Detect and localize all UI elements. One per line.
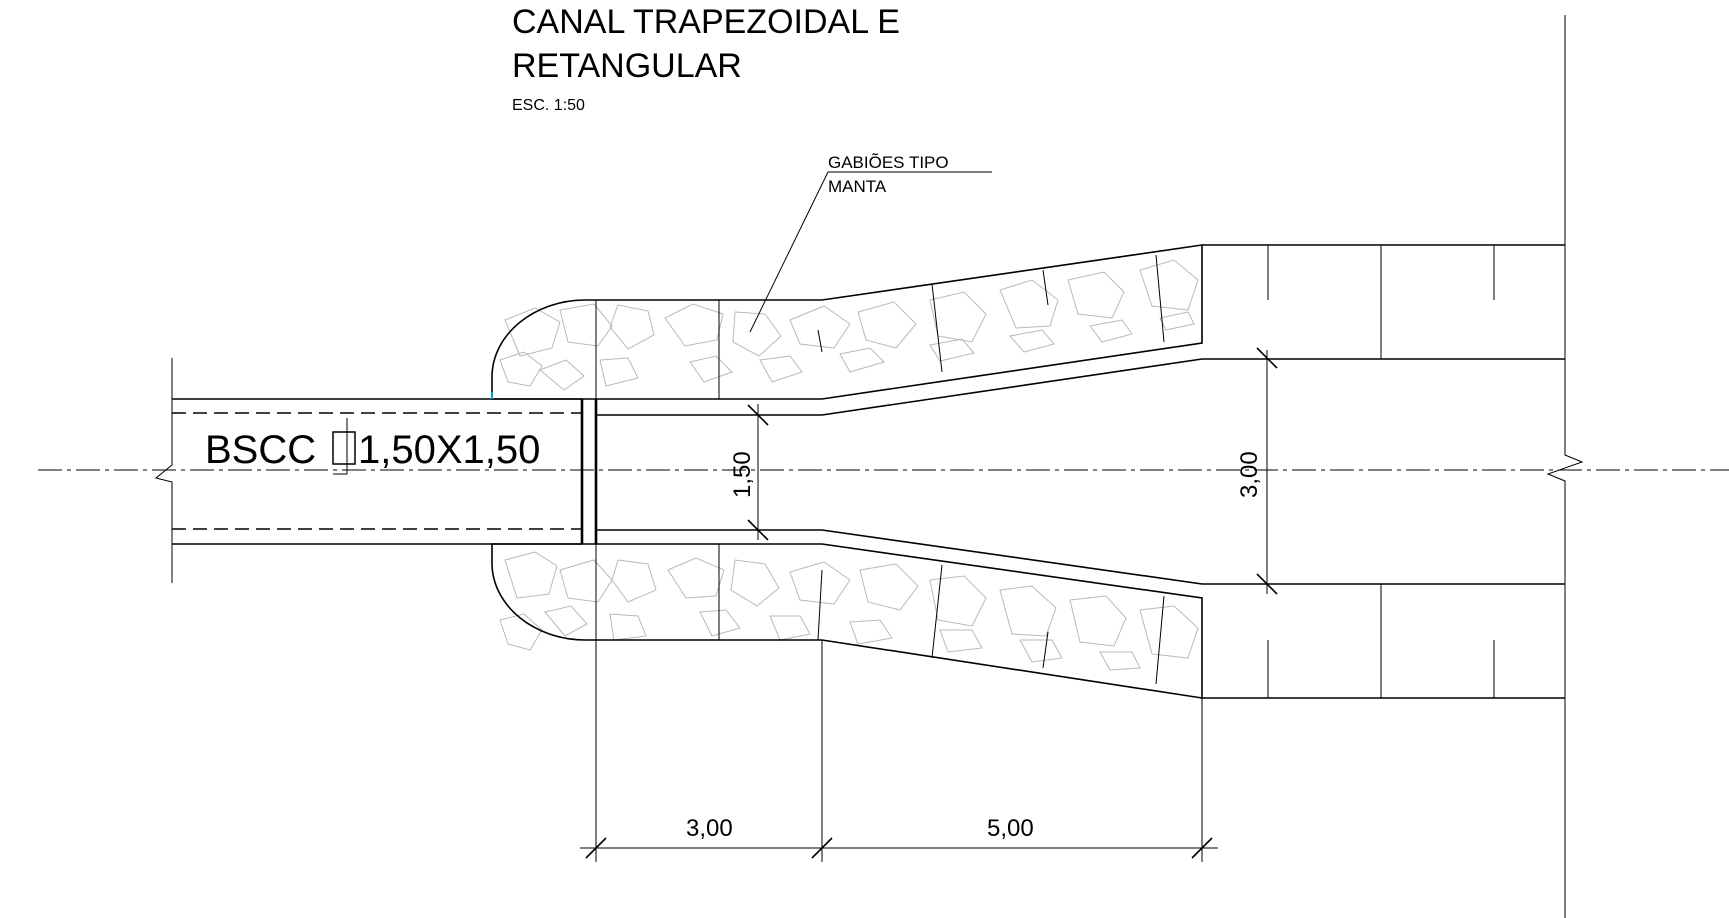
gabion-bottom	[491, 529, 1203, 699]
dim-rect-length-text: 3,00	[686, 815, 733, 842]
gabion-label-line-2: MANTA	[828, 177, 887, 196]
gabion-hatch-top	[499, 259, 1199, 391]
culvert-break-line	[154, 358, 173, 583]
right-boundary-line	[1546, 15, 1584, 918]
gabion-callout: GABIÕES TIPO MANTA	[749, 153, 992, 333]
dim-culvert-height-text: 1,50	[729, 451, 756, 498]
dimension-channel-width: 3,00	[1236, 347, 1278, 595]
dim-transition-length-text: 5,00	[987, 815, 1034, 842]
culvert-label: BSCC 1,50X1,50	[205, 418, 540, 475]
channel-walls	[596, 244, 1565, 699]
gabion-label-line-1: GABIÕES TIPO	[828, 153, 949, 172]
culvert-size-text: 1,50X1,50	[358, 428, 540, 472]
square-icon	[332, 418, 356, 475]
gabion-top	[491, 244, 1203, 416]
scale-label: ESC. 1:50	[512, 97, 585, 114]
title-line-1: CANAL TRAPEZOIDAL E	[512, 3, 900, 41]
dim-channel-width-text: 3,00	[1236, 451, 1263, 498]
dimension-culvert-height: 1,50	[729, 404, 769, 541]
gabion-hatch-bottom	[499, 551, 1199, 671]
culvert-label-text: BSCC	[205, 428, 316, 472]
dimension-bottom: 3,00 5,00	[580, 640, 1218, 862]
title-line-2: RETANGULAR	[512, 47, 742, 85]
